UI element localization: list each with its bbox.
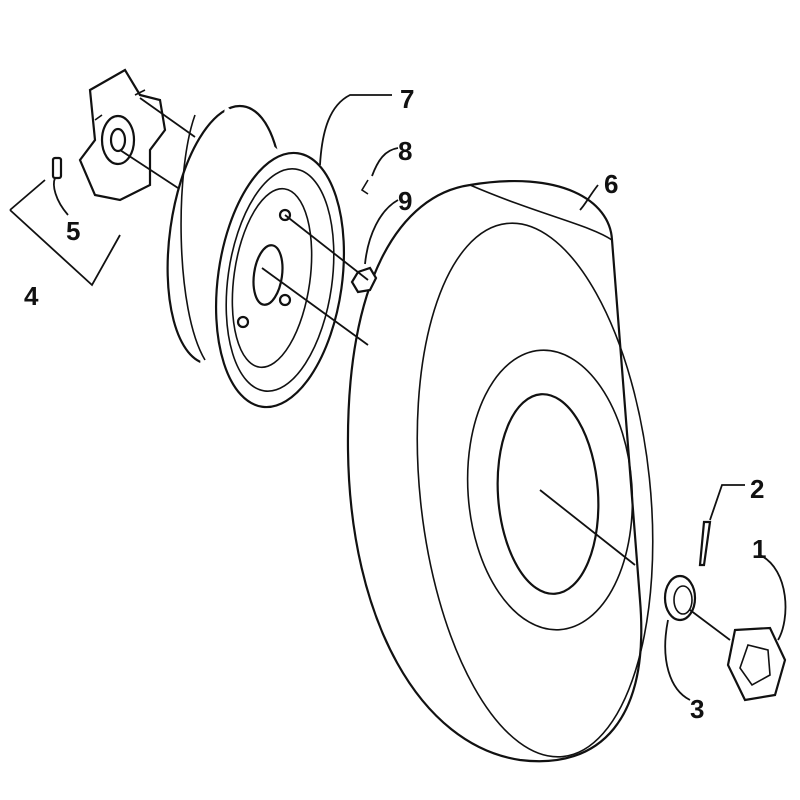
hub-assembly[interactable] [78,68,167,202]
leader-lines [9,94,787,701]
callout-label: 2 [750,474,764,504]
callout-label: 7 [400,84,414,114]
lug-nut[interactable] [350,266,378,294]
wheel-stud[interactable] [51,156,63,180]
callout-label: 9 [398,186,412,216]
rim[interactable] [152,99,359,416]
callout-label: 8 [398,136,412,166]
hub-cap[interactable] [726,626,787,702]
castle-nut[interactable] [663,574,697,622]
tire[interactable] [346,180,677,768]
callout-label: 5 [66,216,80,246]
callout-label: 3 [690,694,704,724]
cotter-pin[interactable] [698,520,712,567]
callout-label: 1 [752,534,766,564]
callout-label: 4 [24,281,39,311]
callout-label: 6 [604,169,618,199]
valve[interactable] [360,179,369,195]
